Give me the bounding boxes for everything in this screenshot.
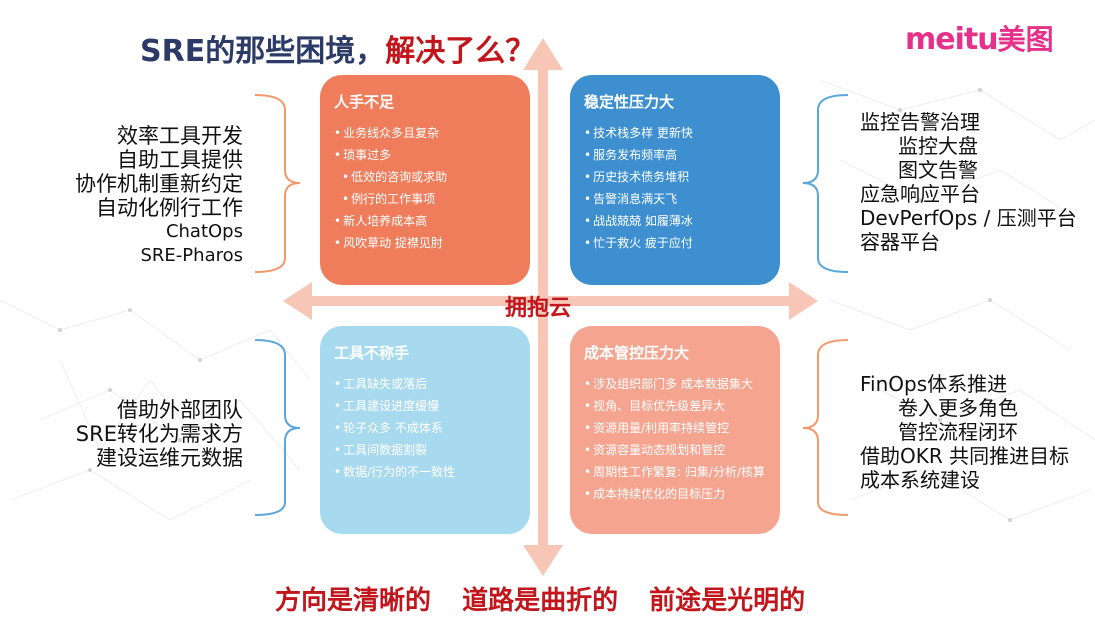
vertical-axis-bar	[538, 62, 548, 557]
left-arrowhead	[283, 282, 312, 320]
right-top-brace	[802, 94, 849, 273]
list-item: 监控大盘	[898, 134, 978, 158]
list-item: 图文告警	[898, 158, 978, 182]
list-item: 数据/行为的不一致性	[334, 461, 512, 483]
title-part2: 解决了么？	[385, 34, 536, 69]
list-item: 效率工具开发	[117, 124, 243, 148]
quadrant-tools: 工具不称手 工具缺失或落后 工具建设进度缓慢 轮子众多 不成体系 工具间数据割裂…	[320, 326, 530, 534]
list-item: 借助外部团队	[117, 398, 243, 422]
left-top-solutions: 效率工具开发 自助工具提供 协作机制重新约定 自动化例行工作 ChatOps S…	[75, 124, 243, 268]
list-item: 协作机制重新约定	[75, 172, 243, 196]
list-item: 自助工具提供	[117, 148, 243, 172]
list-item: 服务发布频率高	[584, 144, 762, 166]
list-item: 资源用量/利用率持续管控	[584, 417, 762, 439]
list-item: 业务线众多且复杂	[334, 122, 512, 144]
right-bottom-brace	[802, 339, 849, 516]
list-item: SRE转化为需求方	[75, 422, 243, 446]
list-item: 技术栈多样 更新快	[584, 122, 762, 144]
bottom-slogans: 方向是清晰的 道路是曲折的 前途是光明的	[275, 580, 827, 617]
list-item: 琐事过多	[334, 144, 512, 166]
list-item: 自动化例行工作	[96, 196, 243, 220]
right-arrowhead	[789, 282, 818, 320]
list-item: 新人培养成本高	[334, 210, 512, 232]
list-item: 低效的咨询或求助	[334, 166, 512, 188]
list-item: 卷入更多角色	[898, 396, 1018, 420]
list-item: 周期性工作繁复: 归集/分析/核算	[584, 461, 765, 483]
list-item: 成本持续优化的目标压力	[584, 483, 762, 505]
slogan: 前途是光明的	[649, 586, 806, 616]
right-bottom-solutions: FinOps体系推进 卷入更多角色 管控流程闭环 借助OKR 共同推进目标 成本…	[860, 372, 1069, 492]
list-item: 例行的工作事项	[334, 188, 512, 210]
right-top-solutions: 监控告警治理 监控大盘 图文告警 应急响应平台 DevPerfOps / 压测平…	[860, 110, 1077, 254]
list-item: 视角、目标优先级差异大	[584, 395, 762, 417]
logo-chinese: 美图	[997, 23, 1054, 56]
list-item: 涉及组织部门多 成本数据集大	[584, 373, 762, 395]
slogan: 方向是清晰的	[275, 586, 432, 616]
list-item: 资源容量动态规划和管控	[584, 439, 762, 461]
list-item: SRE-Pharos	[140, 245, 244, 266]
center-label: 拥抱云	[505, 296, 572, 321]
list-item: 轮子众多 不成体系	[334, 417, 512, 439]
list-item: 风吹草动 捉襟见肘	[334, 232, 512, 254]
quadrant-cost: 成本管控压力大 涉及组织部门多 成本数据集大 视角、目标优先级差异大 资源用量/…	[570, 326, 780, 534]
list-item: 历史技术债务堆积	[584, 166, 762, 188]
quadrant-title: 人手不足	[334, 93, 395, 111]
list-item: 工具建设进度缓慢	[334, 395, 512, 417]
quadrant-stability: 稳定性压力大 技术栈多样 更新快 服务发布频率高 历史技术债务堆积 告警消息满天…	[570, 75, 780, 285]
horizontal-axis-bar	[305, 296, 795, 306]
list-item: 容器平台	[860, 230, 940, 254]
list-item: 忙于救火 疲于应付	[584, 232, 762, 254]
list-item: 应急响应平台	[860, 182, 980, 206]
page-title: SRE的那些困境，解决了么？	[140, 26, 535, 70]
quadrant-title: 稳定性压力大	[584, 93, 675, 111]
list-item: 战战兢兢 如履薄冰	[584, 210, 762, 232]
quadrant-title: 工具不称手	[334, 344, 410, 362]
left-bottom-brace	[254, 339, 301, 516]
logo-latin: meitu	[905, 22, 999, 57]
list-item: 建设运维元数据	[96, 446, 243, 470]
title-part1: SRE的那些困境，	[140, 34, 386, 69]
list-item: 借助OKR 共同推进目标	[860, 444, 1070, 468]
list-item: 工具缺失或落后	[334, 373, 512, 395]
list-item: ChatOps	[165, 221, 243, 242]
list-item: 成本系统建设	[860, 468, 980, 492]
list-item: DevPerfOps / 压测平台	[860, 206, 1077, 230]
slogan: 道路是曲折的	[462, 586, 619, 616]
down-arrowhead	[523, 545, 563, 576]
up-arrowhead	[523, 38, 563, 70]
quadrant-title: 成本管控压力大	[584, 344, 690, 362]
left-bottom-solutions: 借助外部团队 SRE转化为需求方 建设运维元数据	[76, 398, 243, 470]
list-item: 监控告警治理	[860, 110, 980, 134]
list-item: 管控流程闭环	[898, 420, 1018, 444]
quadrant-understaffed: 人手不足 业务线众多且复杂 琐事过多 低效的咨询或求助 例行的工作事项 新人培养…	[320, 75, 530, 285]
list-item: 告警消息满天飞	[584, 188, 762, 210]
list-item: 工具间数据割裂	[334, 439, 512, 461]
list-item: FinOps体系推进	[860, 372, 1008, 396]
left-top-brace	[254, 94, 301, 273]
meitu-logo: meitu美图	[905, 18, 1054, 58]
